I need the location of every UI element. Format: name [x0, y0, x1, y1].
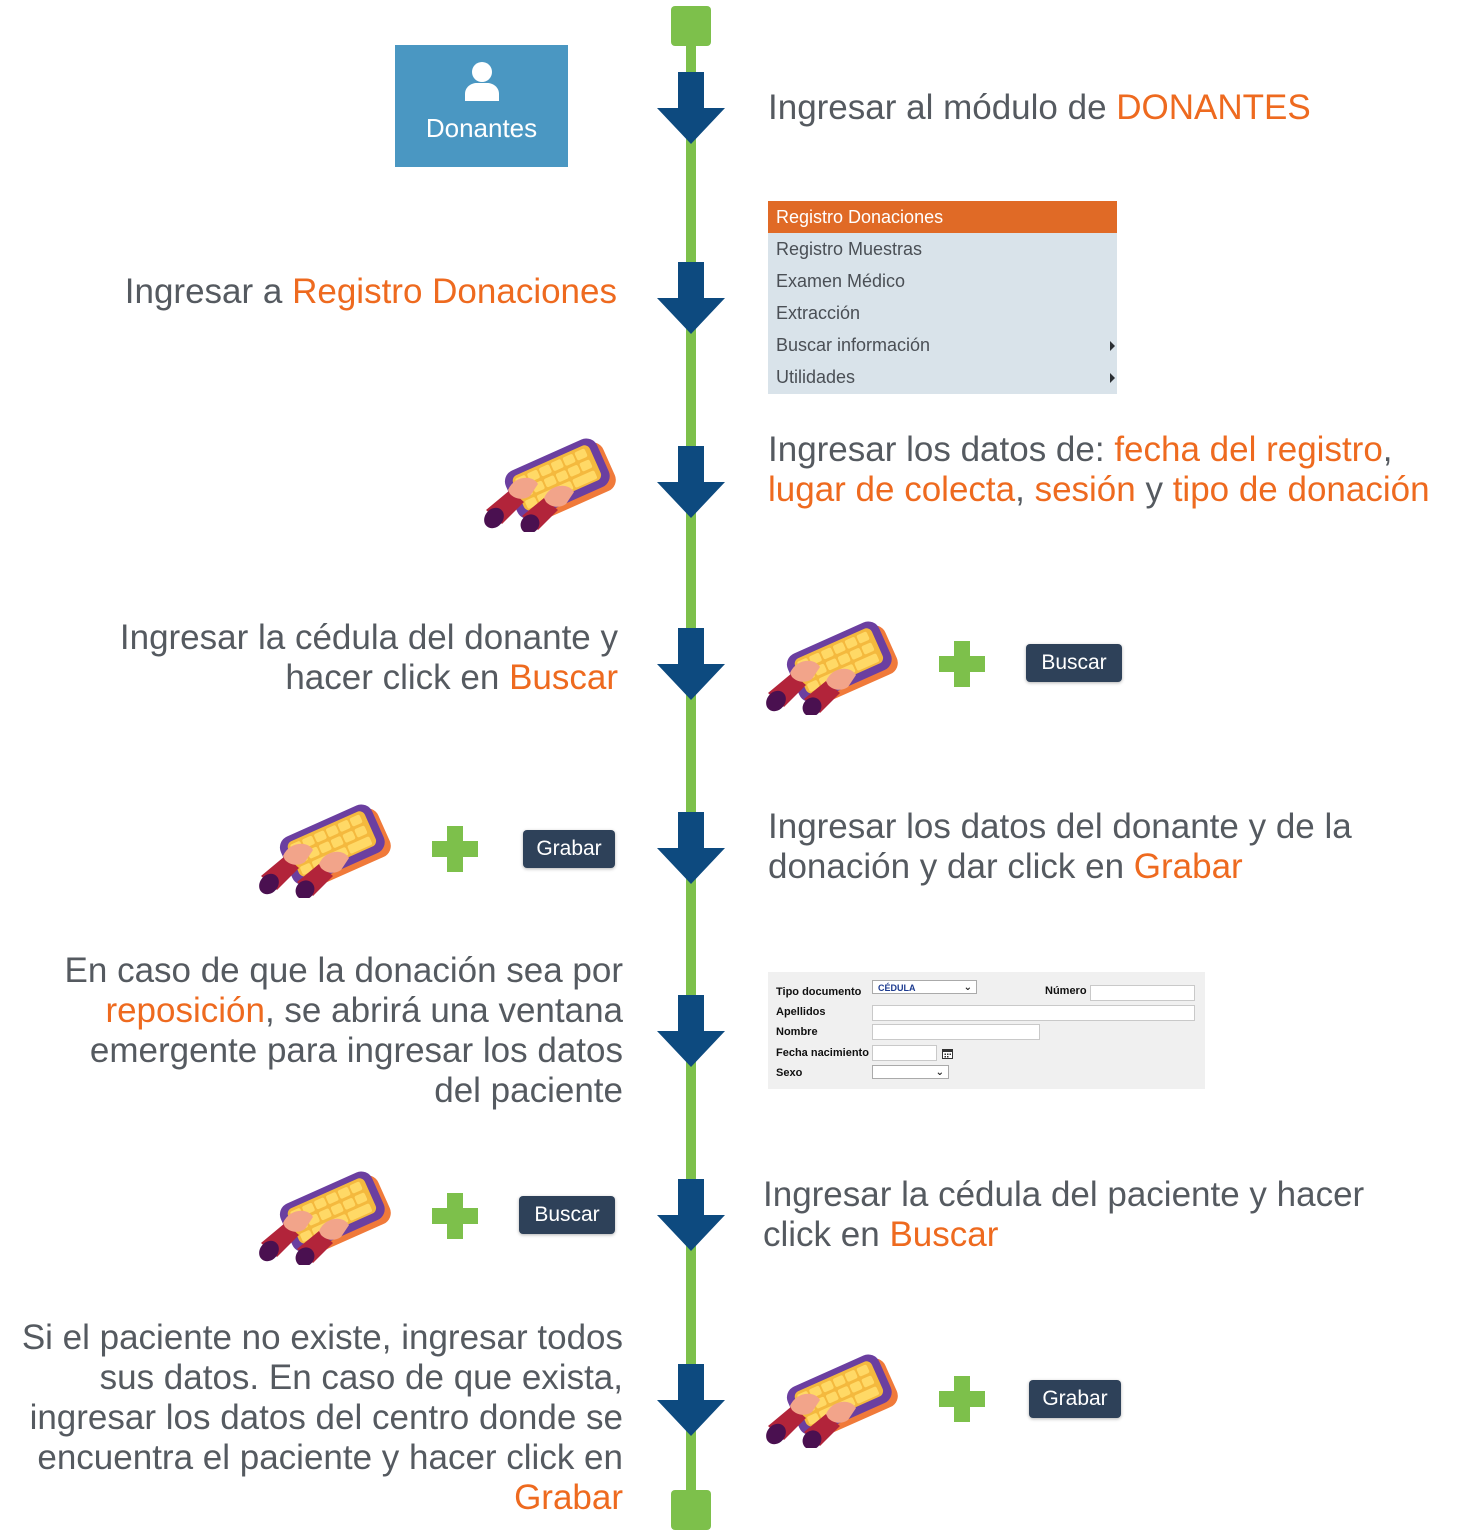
chevron-down-icon: ⌄	[963, 982, 972, 993]
menu-item-label: Utilidades	[776, 367, 856, 387]
sexo-label: Sexo	[776, 1067, 803, 1079]
menu-item-label: Buscar información	[776, 335, 931, 355]
donantes-module-tile[interactable]: Donantes	[395, 45, 568, 167]
step-2-text: Ingresar a Registro Donaciones	[124, 272, 617, 311]
step-arrow-down-icon	[657, 262, 725, 334]
timeline-end-cap	[671, 1490, 711, 1530]
fecha-nacimiento-input[interactable]	[872, 1045, 937, 1061]
nombre-input[interactable]	[872, 1024, 1040, 1040]
grabar-button[interactable]: Grabar	[1029, 1380, 1121, 1418]
timeline-line	[686, 40, 696, 1500]
buscar-button[interactable]: Buscar	[519, 1196, 615, 1234]
buscar-button[interactable]: Buscar	[1026, 644, 1122, 682]
step-arrow-down-icon	[657, 812, 725, 884]
keyboard-typing-icon	[255, 798, 395, 898]
user-icon	[465, 62, 499, 101]
step-arrow-down-icon	[657, 628, 725, 700]
apellidos-label: Apellidos	[776, 1006, 826, 1018]
menu-item-registro-donaciones[interactable]: Registro Donaciones	[768, 201, 1117, 233]
menu-item-extraccion[interactable]: Extracción	[776, 303, 861, 323]
plus-icon	[939, 641, 985, 687]
donantes-tile-label: Donantes	[425, 113, 538, 143]
numero-input[interactable]	[1090, 985, 1195, 1001]
menu-item-registro-muestras[interactable]: Registro Muestras	[776, 239, 923, 259]
step-arrow-down-icon	[657, 446, 725, 518]
step-arrow-down-icon	[657, 72, 725, 144]
numero-label: Número	[1045, 985, 1087, 997]
step-7-text: Ingresar la cédula del paciente y hacer …	[763, 1175, 1374, 1254]
apellidos-input[interactable]	[872, 1005, 1195, 1021]
step-1-text: Ingresar al módulo de DONANTES	[768, 88, 1311, 127]
keyboard-typing-icon	[762, 1348, 902, 1448]
submenu-caret-icon	[1110, 341, 1115, 351]
plus-icon	[939, 1376, 985, 1422]
grabar-button[interactable]: Grabar	[523, 830, 615, 868]
sexo-select[interactable]: ⌄	[872, 1065, 949, 1079]
menu-item-buscar-informacion[interactable]: Buscar información	[768, 329, 1117, 361]
keyboard-typing-icon	[762, 615, 902, 715]
step-4-text: Ingresar la cédula del donante y hacer c…	[119, 618, 628, 697]
step-6-text: En caso de que la donación sea por repos…	[64, 951, 633, 1110]
keyboard-typing-icon	[480, 432, 620, 532]
step-arrow-down-icon	[657, 995, 725, 1067]
submenu-caret-icon	[1110, 373, 1115, 383]
keyboard-typing-icon	[255, 1165, 395, 1265]
plus-icon	[432, 826, 478, 872]
menu-item-utilidades[interactable]: Utilidades	[768, 361, 1117, 393]
step-arrow-down-icon	[657, 1179, 725, 1251]
step-arrow-down-icon	[657, 1364, 725, 1436]
tipo-documento-label: Tipo documento	[776, 986, 862, 998]
tipo-documento-select[interactable]: CÉDULA ⌄	[872, 980, 977, 994]
tipo-documento-value: CÉDULA	[878, 983, 916, 993]
donaciones-menu: Registro Donaciones Registro Muestras Ex…	[768, 201, 1117, 394]
chevron-down-icon: ⌄	[935, 1067, 944, 1078]
timeline-start-cap	[671, 6, 711, 46]
menu-item-examen-medico[interactable]: Examen Médico	[776, 271, 906, 291]
nombre-label: Nombre	[776, 1026, 818, 1038]
step-8-text: Si el paciente no existe, ingresar todos…	[21, 1318, 633, 1517]
step-5-text: Ingresar los datos del donante y de la d…	[768, 807, 1362, 886]
step-3-text: Ingresar los datos de: fecha del registr…	[768, 430, 1430, 509]
patient-form: Tipo documento CÉDULA⌄ Número Apellidos …	[768, 972, 1205, 1089]
fecha-nacimiento-label: Fecha nacimiento	[776, 1047, 869, 1059]
plus-icon	[432, 1193, 478, 1239]
calendar-icon[interactable]	[942, 1048, 953, 1059]
